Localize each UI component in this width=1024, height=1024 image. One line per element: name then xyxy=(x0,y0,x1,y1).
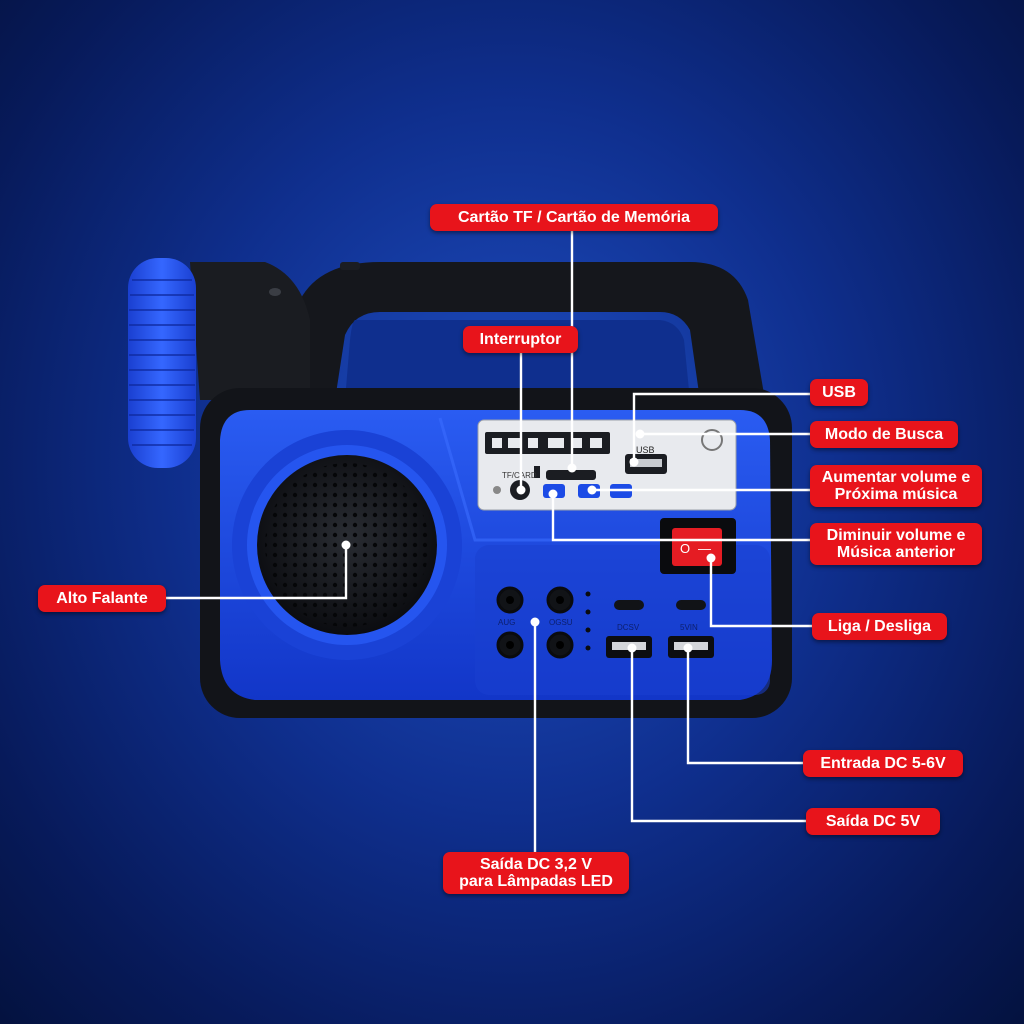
leader-entrada-dc xyxy=(686,648,808,765)
usb-type-c-ports xyxy=(614,600,706,610)
tf-slot-text: TF/CARD xyxy=(502,471,537,480)
label-diminuir-line1: Diminuir volume e xyxy=(826,527,966,544)
label-alto-falante: Alto Falante xyxy=(38,585,166,612)
leader-lines xyxy=(165,228,838,853)
label-diminuir-line2: Música anterior xyxy=(836,544,956,561)
label-saida-dc32: Saída DC 3,2 V para Lâmpadas LED xyxy=(443,852,629,894)
label-liga-desliga: Liga / Desliga xyxy=(812,613,947,640)
jack-right-text: OGSU xyxy=(549,618,573,627)
label-saida-dc32-line1: Saída DC 3,2 V xyxy=(479,856,593,873)
usb-out-left-text: DCSV xyxy=(617,623,640,632)
leader-liga xyxy=(709,558,815,628)
label-diminuir: Diminuir volume e Música anterior xyxy=(810,523,982,565)
carry-handle xyxy=(280,262,765,400)
leader-alto-falante xyxy=(165,545,348,600)
label-usb: USB xyxy=(810,379,868,406)
label-interruptor: Interruptor xyxy=(463,326,578,353)
flashlight-head xyxy=(128,258,310,468)
leader-dots xyxy=(341,429,716,653)
label-tf-card: Cartão TF / Cartão de Memória xyxy=(430,204,718,231)
power-switch[interactable]: O — xyxy=(660,518,736,574)
label-aumentar-line2: Próxima música xyxy=(834,486,958,503)
mp3-module: TF/CARD USB xyxy=(477,419,737,511)
leader-saida-dc5 xyxy=(630,648,808,823)
leader-usb xyxy=(632,392,838,462)
jack-left-text: AUG xyxy=(498,618,515,627)
label-saida-dc32-line2: para Lâmpadas LED xyxy=(459,873,613,890)
label-entrada-dc: Entrada DC 5-6V xyxy=(803,750,963,777)
usb-port-text: USB xyxy=(636,445,655,455)
label-aumentar-line1: Aumentar volume e xyxy=(821,469,971,486)
label-aumentar: Aumentar volume e Próxima música xyxy=(810,465,982,507)
switch-off-symbol: O xyxy=(680,541,690,556)
label-modo-busca: Modo de Busca xyxy=(810,421,958,448)
switch-on-symbol: — xyxy=(698,541,711,556)
label-saida-dc5: Saída DC 5V xyxy=(806,808,940,835)
leader-diminuir xyxy=(551,494,815,542)
lamp-output-jacks: AUG OGSU xyxy=(496,586,574,659)
usb-out-right-text: 5VIN xyxy=(680,623,698,632)
